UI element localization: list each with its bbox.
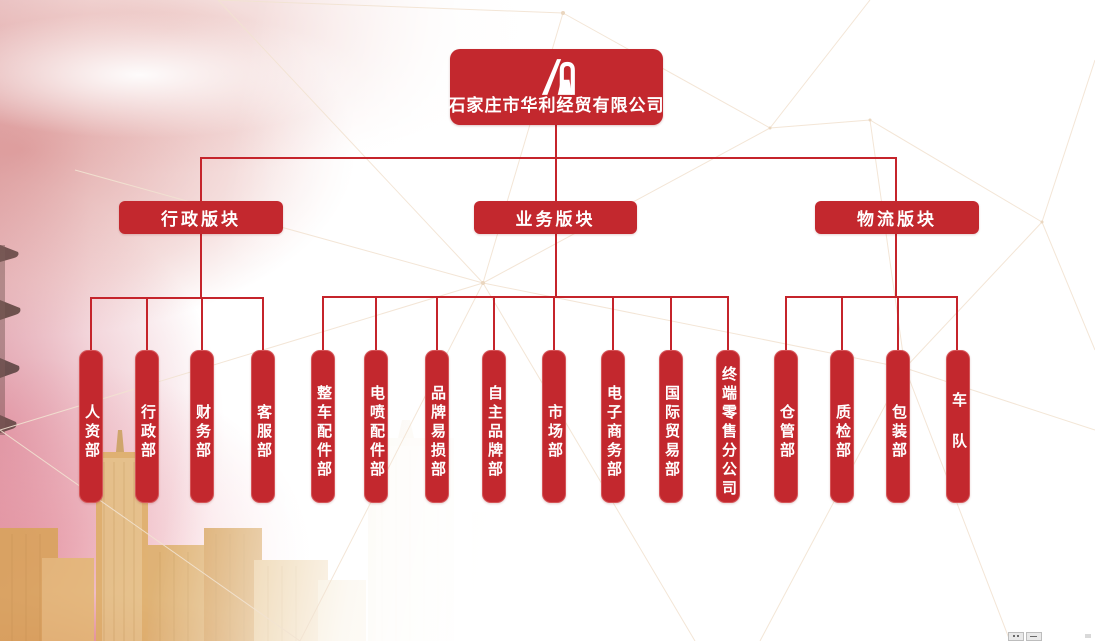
dept-zhongduan-lingshou: 终端零售分公司 <box>716 350 740 503</box>
dept-zizhu-pinpai: 自主品牌部 <box>482 350 506 503</box>
dept-zhengche-peijian: 整车配件部 <box>311 350 335 503</box>
dept-shichang: 市场部 <box>542 350 566 503</box>
connector-drop-admin <box>200 157 202 201</box>
division-label: 物流版块 <box>857 210 937 229</box>
connector-root-drop <box>554 125 557 158</box>
connector-dept-drop <box>146 297 148 350</box>
dept-dianpen-peijian: 电喷配件部 <box>364 350 388 503</box>
dept-xingzheng: 行政部 <box>135 350 159 503</box>
connector-dept-drop <box>553 296 555 350</box>
connector-dept-drop <box>493 296 495 350</box>
dept-renzi: 人资部 <box>79 350 103 503</box>
dept-baozhuang: 包装部 <box>886 350 910 503</box>
connector-logistics-stem <box>895 234 897 298</box>
connector-dept-drop <box>90 297 92 350</box>
connector-admin-bar <box>90 297 264 299</box>
connector-dept-drop <box>201 297 203 350</box>
connector-level1-bar <box>200 157 897 159</box>
dept-pinpai-yisun: 品牌易损部 <box>425 350 449 503</box>
connector-dept-drop <box>375 296 377 350</box>
page-controls-fragment <box>1008 632 1091 641</box>
connector-dept-drop <box>897 296 899 350</box>
connector-dept-drop <box>841 296 843 350</box>
division-logistics: 物流版块 <box>815 201 979 234</box>
connector-dept-drop <box>322 296 324 350</box>
dept-cangguan: 仓管部 <box>774 350 798 503</box>
division-label: 业务版块 <box>515 210 596 229</box>
company-root-node: 石家庄市华利经贸有限公司 <box>448 49 665 125</box>
connector-logistics-bar <box>785 296 958 298</box>
scrollbar-fragment[interactable] <box>1085 634 1091 638</box>
connector-business-bar <box>322 296 729 298</box>
connector-dept-drop <box>436 296 438 350</box>
connector-dept-drop <box>612 296 614 350</box>
huali-arch-logo-icon <box>541 59 575 95</box>
division-business: 业务版块 <box>474 201 637 234</box>
connector-dept-drop <box>262 297 264 350</box>
mini-button-left[interactable] <box>1008 632 1024 641</box>
dept-zhijian: 质检部 <box>830 350 854 503</box>
division-admin: 行政版块 <box>119 201 283 234</box>
connector-dept-drop <box>670 296 672 350</box>
dept-dianzi-shangwu: 电子商务部 <box>601 350 625 503</box>
division-label: 行政版块 <box>161 210 241 229</box>
connector-dept-drop <box>727 296 729 350</box>
connector-dept-drop <box>785 296 787 350</box>
connector-drop-logistics <box>895 157 897 201</box>
connector-business-stem <box>554 234 557 298</box>
dept-guoji-maoyi: 国际贸易部 <box>659 350 683 503</box>
connector-admin-stem <box>200 234 202 299</box>
mini-button-right[interactable] <box>1026 632 1042 641</box>
connector-dept-drop <box>956 296 958 350</box>
company-name: 石家庄市华利经贸有限公司 <box>448 96 665 115</box>
dept-kefu: 客服部 <box>251 350 275 503</box>
dept-chedui: 车队 <box>946 350 970 503</box>
dept-caiwu: 财务部 <box>190 350 214 503</box>
connector-drop-business <box>554 157 557 201</box>
